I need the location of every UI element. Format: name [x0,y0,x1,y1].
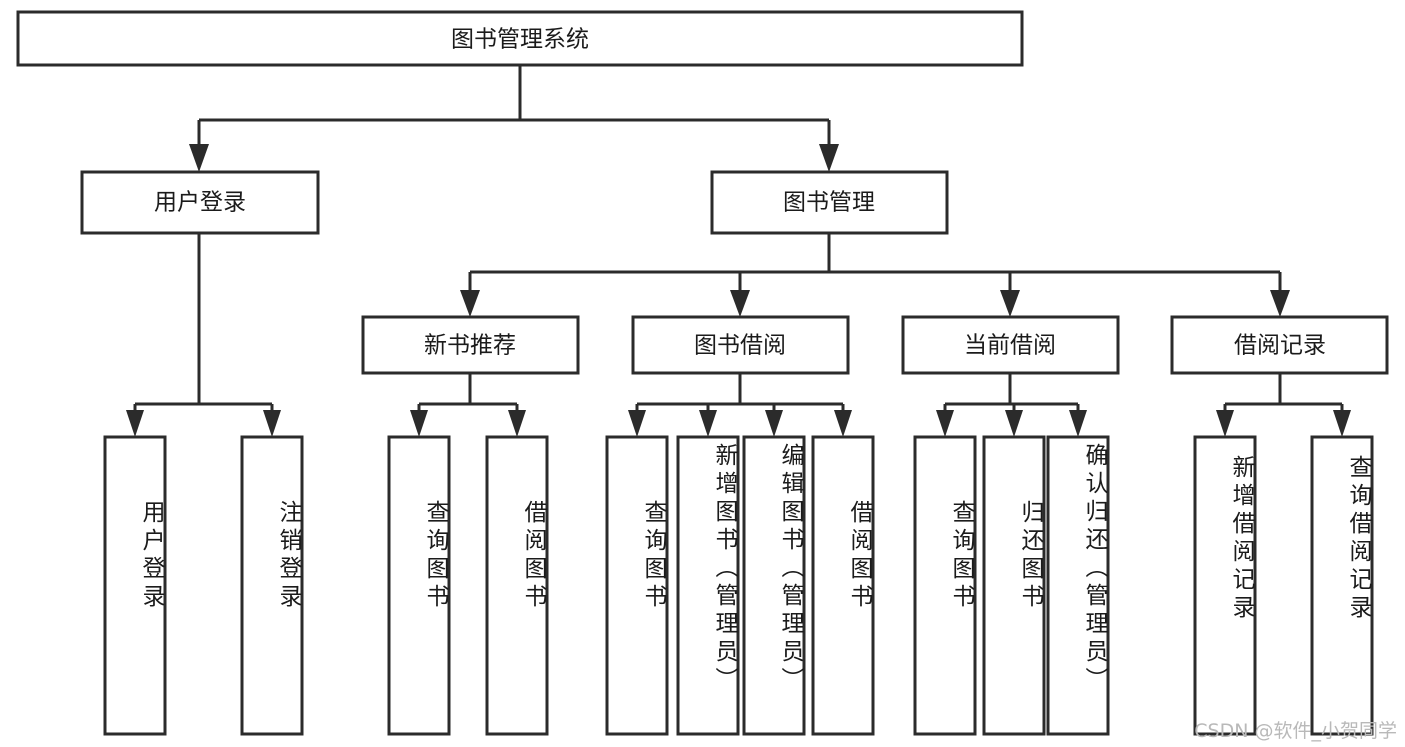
node-box-leaf-borrow-1[interactable] [605,435,669,736]
node-label-bookmgmt: 图书管理 [783,190,875,216]
node-box-leaf-borrow-2[interactable] [676,435,740,736]
node-box-leaf-records-2[interactable] [1310,435,1374,736]
connector-root-bus [197,65,831,152]
arrow-head-to-leaf-newbook-2 [508,410,526,437]
node-box-root[interactable] [16,10,1024,67]
arrow-head-to-leaf-borrow-4 [834,410,852,437]
arrow-head-to-leaf-login-2 [263,410,281,437]
connector-login-bus [133,233,274,418]
node-box-leaf-borrow-4[interactable] [811,435,875,736]
node-label-borrow: 图书借阅 [694,333,786,359]
node-box-leaf-current-1[interactable] [913,435,977,736]
node-box-borrow[interactable] [631,315,850,375]
node-box-records[interactable] [1170,315,1389,375]
arrow-head-to-leaf-records-1 [1216,410,1234,437]
connector-records-bus [1223,373,1344,418]
node-box-bookmgmt[interactable] [710,170,949,235]
node-box-leaf-current-2[interactable] [982,435,1046,736]
node-box-leaf-login-2[interactable] [240,435,304,736]
arrow-head-to-leaf-borrow-1 [628,410,646,437]
node-box-current[interactable] [901,315,1120,375]
node-label-newbook: 新书推荐 [424,333,516,359]
node-label-login: 用户登录 [154,190,246,216]
arrow-head-to-leaf-borrow-3 [765,410,783,437]
node-box-leaf-records-1[interactable] [1193,435,1257,736]
node-box-login[interactable] [80,170,320,235]
arrow-head-to-leaf-newbook-1 [410,410,428,437]
arrow-head-to-current [1000,290,1020,317]
node-label-records: 借阅记录 [1234,333,1326,359]
arrow-head-to-leaf-records-2 [1333,410,1351,437]
connector-newbook-bus [417,373,519,418]
arrow-head-to-leaf-current-1 [936,410,954,437]
watermark-text: CSDN @软件_小贺同学 [1194,720,1397,742]
arrow-head-to-leaf-borrow-2 [699,410,717,437]
node-label-current: 当前借阅 [964,333,1056,359]
connector-layer [126,65,1351,437]
node-box-leaf-current-3[interactable] [1046,435,1110,736]
arrow-head-to-bookmgmt [819,144,839,172]
arrow-head-to-login [189,144,209,172]
arrow-head-to-leaf-login-1 [126,410,144,437]
connector-borrow-bus [635,373,845,418]
arrow-head-to-borrow [730,290,750,317]
arrow-head-to-records [1270,290,1290,317]
arrow-head-to-leaf-current-2 [1005,410,1023,437]
node-layer [16,10,1389,736]
arrow-head-to-newbook [460,290,480,317]
node-label-root: 图书管理系统 [451,27,589,53]
node-box-leaf-borrow-3[interactable] [742,435,806,736]
connector-bookmgmt-bus [468,233,1282,297]
node-box-leaf-login-1[interactable] [103,435,167,736]
horizontal-label-layer: 图书管理系统 用户登录 图书管理 新书推荐 图书借阅 当前借阅 借阅记录 [154,27,1326,359]
node-box-newbook[interactable] [361,315,580,375]
arrow-head-to-leaf-current-3 [1069,410,1087,437]
node-box-leaf-newbook-2[interactable] [485,435,549,736]
node-box-leaf-newbook-1[interactable] [387,435,451,736]
